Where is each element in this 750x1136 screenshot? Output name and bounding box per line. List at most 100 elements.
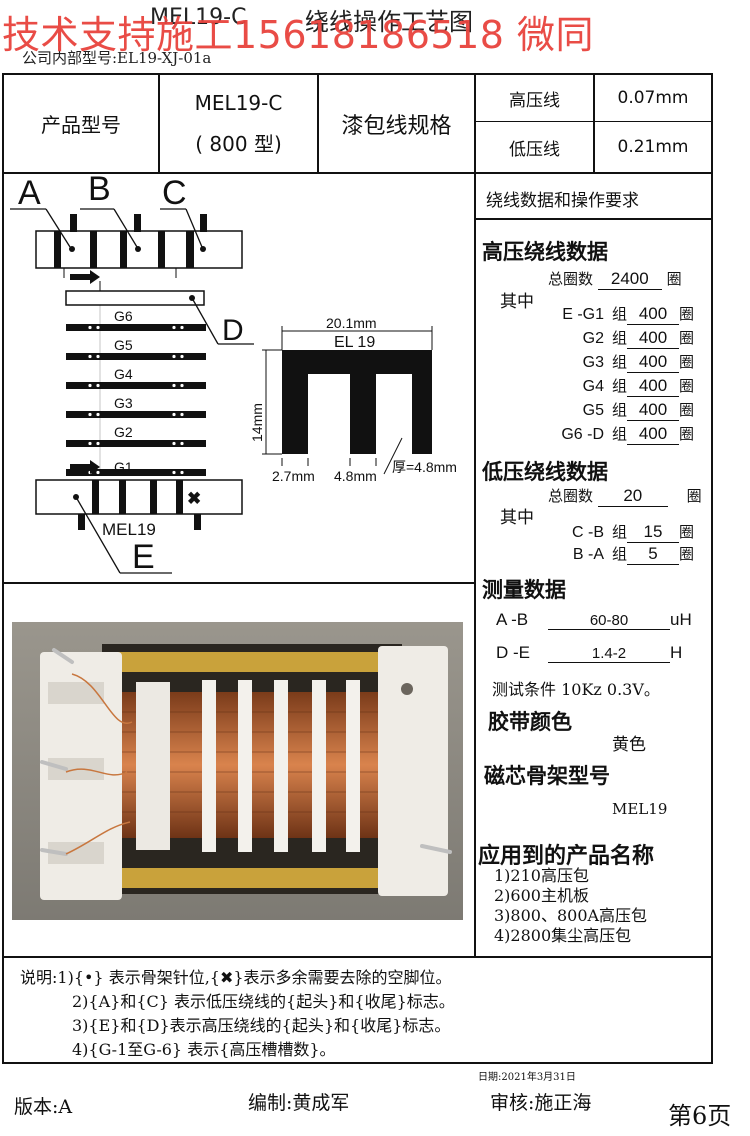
group-word: 组 [612, 329, 628, 347]
label-a: A [18, 174, 41, 212]
slot-bar [66, 324, 206, 331]
core-width: 20.1mm [326, 315, 377, 331]
low-voltage-wire-value: 0.21mm [617, 137, 689, 157]
hv-section-title: 高压绕线数据 [482, 239, 608, 264]
group-turns: 400 [627, 304, 680, 325]
core-dim-a: 2.7mm [272, 468, 315, 484]
app-section-title: 应用到的产品名称 [478, 843, 655, 869]
turns-unit: 圈 [679, 329, 695, 347]
hv-among-label: 其中 [500, 292, 534, 312]
group-name: G6 -D [561, 426, 604, 443]
pin-dot [96, 470, 100, 475]
version-label: 版本:A [14, 1096, 73, 1118]
pin-dot [88, 383, 92, 388]
core-name: EL 19 [334, 334, 375, 351]
core-height: 14mm [249, 403, 265, 442]
pin-dot [88, 412, 92, 417]
pin-dot [96, 354, 100, 359]
pin-dot [88, 441, 92, 446]
product-model-series: ( 800 型) [195, 132, 282, 156]
slot-label-g6: G6 [114, 308, 133, 324]
pin-dot [88, 354, 92, 359]
measure-name: A -B [496, 610, 529, 629]
slot-label-g2: G2 [114, 424, 133, 440]
group-word: 组 [612, 305, 628, 323]
group-name: C -B [572, 524, 604, 541]
turns-unit: 圈 [679, 401, 695, 419]
group-name: G5 [582, 402, 604, 419]
pin-dot [88, 325, 92, 330]
group-word: 组 [612, 401, 628, 419]
contact-watermark: 技术支持施工15618186518 微同 [2, 13, 595, 57]
tape-section-title: 胶带颜色 [488, 709, 572, 734]
bobbin-label: MEL19 [102, 520, 156, 539]
group-turns: 400 [627, 400, 680, 421]
turns-unit: 圈 [679, 425, 695, 443]
group-turns: 400 [627, 376, 680, 397]
group-name: E -G1 [562, 306, 604, 323]
pin-dot [96, 383, 100, 388]
pin-dot [180, 441, 184, 446]
slot-label-g5: G5 [114, 337, 133, 353]
slot-label-g1: G1 [114, 459, 133, 475]
group-turns: 400 [627, 328, 680, 349]
test-condition: 测试条件 10Kz 0.3V。 [492, 680, 660, 699]
pin-dot [96, 325, 100, 330]
hv-total-row: 总圈数 2400 圈 [548, 269, 682, 290]
label-e: E [132, 538, 155, 576]
pin-dot [180, 383, 184, 388]
measure-name: D -E [496, 643, 530, 662]
low-voltage-wire-label: 低压线 [509, 139, 560, 160]
turns-unit: 圈 [679, 523, 695, 541]
app-item: 1)210高压包 [494, 866, 589, 885]
pin-dot [172, 470, 176, 475]
pin-dot [172, 354, 176, 359]
slot-label-g4: G4 [114, 366, 133, 382]
core-dim-b: 4.8mm [334, 468, 377, 484]
slot-bar [66, 353, 206, 360]
product-model-value: MEL19-C [194, 90, 283, 115]
slot-bar [66, 411, 206, 418]
slot-label-g3: G3 [114, 395, 133, 411]
core-model-value: MEL19 [612, 800, 668, 818]
author-label: 编制:黄成军 [248, 1092, 350, 1114]
group-turns: 15 [627, 522, 680, 543]
group-word: 组 [612, 523, 628, 541]
slot-bar [66, 440, 206, 447]
slot-bar [66, 382, 206, 389]
lv-section-title: 低压绕线数据 [482, 459, 608, 484]
turns-unit: 圈 [679, 353, 695, 371]
note-1: 说明:1){•} 表示骨架针位,{✖}表示多余需要去除的空脚位。 [20, 968, 452, 987]
core-section-title: 磁芯骨架型号 [484, 763, 610, 788]
pin-dot [172, 441, 176, 446]
group-turns: 400 [627, 352, 680, 373]
group-word: 组 [612, 377, 628, 395]
slot-bar [66, 469, 206, 476]
turns-unit: 圈 [679, 377, 695, 395]
pin-dot [96, 441, 100, 446]
measure-section-title: 测量数据 [482, 577, 566, 602]
core-thickness: 厚=4.8mm [392, 459, 457, 475]
transformer-photo [12, 622, 463, 920]
page-number: 第6页 [668, 1102, 732, 1130]
group-name: G2 [582, 330, 604, 347]
note-3: 3){E}和{D}表示高压绕线的{起头}和{收尾}标志。 [72, 1016, 451, 1035]
app-item: 4)2800集尘高压包 [494, 926, 632, 945]
measure-value: 1.4-2 [548, 645, 670, 663]
label-b: B [88, 174, 111, 208]
high-voltage-wire-value: 0.07mm [617, 88, 689, 108]
wire-spec-label: 漆包线规格 [341, 113, 452, 139]
group-word: 组 [612, 425, 628, 443]
group-name: B -A [572, 546, 604, 563]
label-d: D [222, 314, 244, 347]
pin-dot [180, 325, 184, 330]
note-2: 2){A}和{C} 表示低压绕线的{起头}和{收尾}标志。 [72, 992, 455, 1011]
unused-pin-icon: ✖ [187, 489, 201, 508]
